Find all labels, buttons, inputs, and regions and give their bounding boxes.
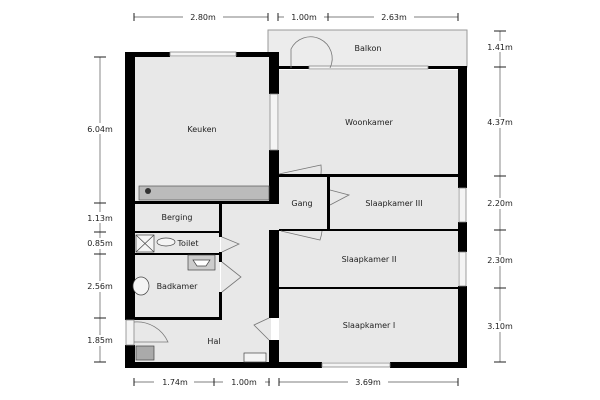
label-balkon: Balkon (355, 44, 382, 53)
balcony-area (267, 29, 468, 68)
dim-top-1: 2.80m (190, 13, 216, 22)
label-badkamer: Badkamer (157, 282, 199, 291)
dim-left-5: 1.85m (87, 336, 113, 345)
dim-right-5: 3.10m (487, 322, 513, 331)
shower-icon (132, 276, 150, 296)
dim-bottom-1: 1.74m (162, 378, 188, 387)
label-woonkamer: Woonkamer (345, 118, 393, 127)
dim-left-4: 2.56m (87, 282, 113, 291)
label-slaapkamer-1: Slaapkamer I (343, 321, 395, 330)
dim-right-2: 4.37m (487, 118, 513, 127)
label-gang: Gang (291, 199, 312, 208)
doors (133, 36, 351, 343)
room-berging (134, 203, 220, 232)
label-slaapkamer-3: Slaapkamer III (365, 199, 422, 208)
label-berging: Berging (161, 213, 192, 222)
windows (125, 51, 467, 368)
dim-bottom-3: 3.69m (355, 378, 381, 387)
label-keuken: Keuken (187, 125, 216, 134)
dim-right-1: 1.41m (487, 43, 513, 52)
dim-right-4: 2.30m (487, 256, 513, 265)
room-slaapkamer-2 (279, 231, 458, 288)
label-slaapkamer-2: Slaapkamer II (342, 255, 397, 264)
room-slaapkamer-1 (279, 289, 458, 362)
dim-left-2: 1.13m (87, 214, 113, 223)
dim-top-3: 2.63m (381, 13, 407, 22)
toilet-icon (156, 237, 176, 247)
room-woonkamer (279, 70, 458, 176)
label-hal: Hal (207, 337, 220, 346)
boiler-icon (135, 345, 155, 361)
dim-right-3: 2.20m (487, 199, 513, 208)
dimension-labels: 2.80m 1.00m 2.63m 1.74m 1.00m 3.69m 6.04… (80, 11, 520, 387)
room-toilet (134, 233, 220, 254)
dim-top-2: 1.00m (291, 13, 317, 22)
meter-cupboard-icon (243, 352, 267, 363)
fixtures (132, 185, 270, 363)
kitchen-counter (138, 185, 270, 201)
dim-left-3: 0.85m (87, 239, 113, 248)
label-toilet: Toilet (177, 239, 199, 248)
dimension-lines (94, 13, 506, 386)
dim-bottom-2: 1.00m (231, 378, 257, 387)
stove-icon (145, 188, 151, 194)
dim-left-1: 6.04m (87, 125, 113, 134)
walls (125, 52, 467, 368)
room-slaapkamer-3 (330, 177, 458, 230)
